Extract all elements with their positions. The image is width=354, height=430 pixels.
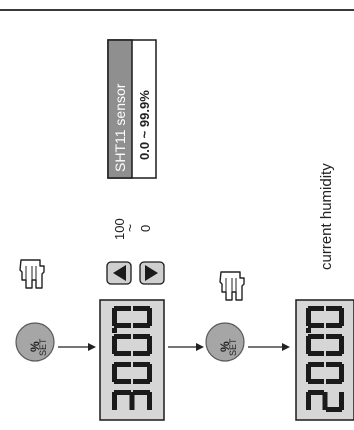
segment-e [308, 323, 324, 328]
sensor-range: 0.0 ~ 99.9% [137, 90, 152, 160]
segment-c [308, 390, 324, 395]
pointing-hand-icon [19, 259, 45, 289]
set-button-icon [15, 322, 55, 362]
seven-segment-setting-value [112, 306, 152, 410]
segment-c [308, 362, 324, 367]
segment-c [114, 390, 131, 395]
segment-e [114, 323, 131, 328]
segment-d [112, 336, 117, 354]
top-divider-line [0, 9, 354, 11]
segment-d [112, 308, 117, 326]
segment-d [306, 336, 311, 354]
segment-f [326, 379, 342, 384]
arrow-right-icon [168, 343, 204, 351]
decimal-point [112, 328, 117, 333]
segment-a [339, 308, 344, 326]
segment-c [114, 362, 131, 367]
segment-b [133, 362, 150, 367]
segment-a [147, 364, 152, 382]
segment-a [339, 364, 344, 382]
segment-b [326, 306, 342, 311]
segment-d [306, 392, 311, 410]
segment-d [306, 308, 311, 326]
segment-d [112, 364, 117, 382]
segment-b [133, 390, 150, 395]
segment-f [133, 379, 150, 384]
segment-e [308, 379, 324, 384]
segment-g [129, 392, 135, 410]
range-min: 0 [138, 224, 153, 232]
segment-b [133, 306, 150, 311]
segment-f [326, 407, 342, 412]
segment-e [114, 379, 131, 384]
segment-d [306, 364, 311, 382]
segment-e [114, 351, 131, 356]
segment-f [133, 351, 150, 356]
sensor-title: SHT11 sensor [112, 83, 128, 172]
decimal-point [306, 328, 311, 333]
segment-d [112, 392, 117, 410]
segment-c [308, 334, 324, 339]
segment-a [339, 336, 344, 354]
segment-c [114, 306, 131, 311]
segment-f [326, 351, 342, 356]
segment-a [147, 336, 152, 354]
range-tilde: ~ [122, 223, 138, 232]
set-button-icon [205, 322, 245, 362]
segment-a [147, 308, 152, 326]
segment-g [322, 392, 328, 410]
arrow-right-icon [58, 343, 96, 351]
segment-f [326, 323, 342, 328]
segment-b [133, 334, 150, 339]
segment-b [326, 334, 342, 339]
segment-c [308, 306, 324, 311]
sensor-box-header [107, 39, 133, 179]
pointing-hand-icon [219, 271, 245, 301]
set-label: SET [38, 338, 48, 356]
current-humidity-caption: current humidity [318, 163, 335, 270]
segment-f [133, 323, 150, 328]
segment-e [308, 351, 324, 356]
arrow-right-icon [248, 343, 290, 351]
seven-segment-current-value [306, 306, 344, 412]
right-arrow-key-icon [139, 261, 165, 285]
segment-a [339, 392, 344, 410]
segment-a [147, 392, 152, 410]
left-arrow-key-icon [106, 261, 132, 285]
set-label: SET [228, 338, 238, 356]
segment-c [114, 334, 131, 339]
segment-b [326, 362, 342, 367]
